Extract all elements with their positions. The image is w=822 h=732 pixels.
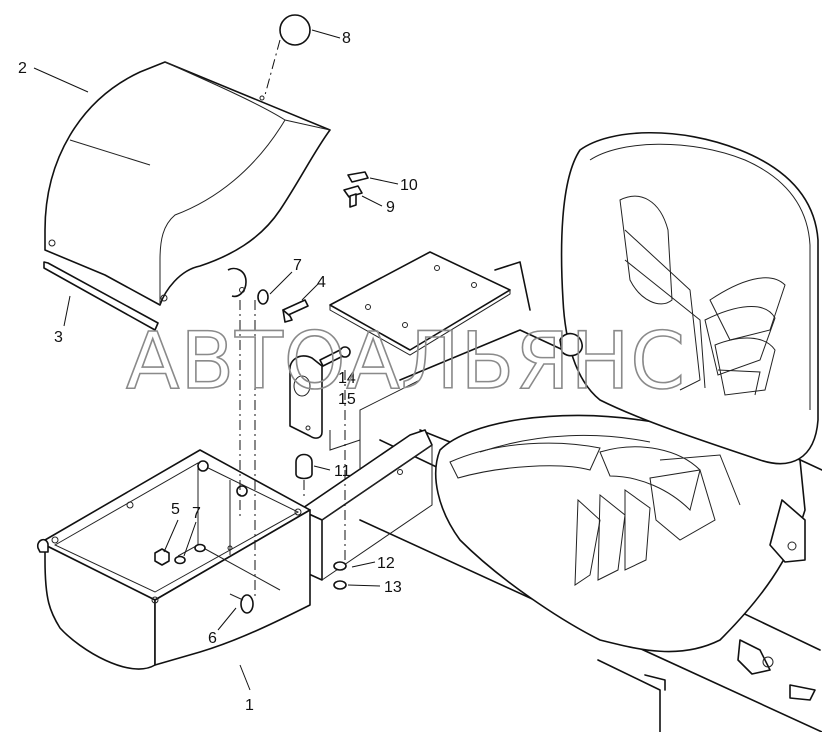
callout-7-cover: 7 xyxy=(293,257,302,274)
callout-12: 12 xyxy=(377,555,395,572)
cap-part-8 xyxy=(264,14,311,96)
seal-strip-part-3 xyxy=(43,261,159,331)
callout-10: 10 xyxy=(400,177,418,194)
fasteners xyxy=(257,171,369,590)
callout-14: 14 xyxy=(338,370,356,387)
callout-4: 4 xyxy=(317,274,326,291)
callout-8: 8 xyxy=(342,30,351,47)
mounting-plate xyxy=(329,251,511,356)
seat-assembly xyxy=(359,131,822,732)
callout-6: 6 xyxy=(208,630,217,647)
callout-13: 13 xyxy=(384,579,402,596)
callout-7-box: 7 xyxy=(192,505,201,522)
strap-plate xyxy=(289,355,323,439)
watermark-text: АВТОАЛЬЯНС xyxy=(126,317,686,407)
callout-1: 1 xyxy=(245,697,254,714)
leader-lines xyxy=(33,29,399,691)
callout-11: 11 xyxy=(334,463,351,480)
callout-3: 3 xyxy=(54,329,63,346)
callout-5: 5 xyxy=(171,501,180,518)
cover-part-2 xyxy=(44,61,331,306)
callout-9: 9 xyxy=(386,199,395,216)
callout-15: 15 xyxy=(338,391,356,408)
box-part-1 xyxy=(36,449,311,670)
callouts: 1 2 3 4 5 6 7 7 8 9 10 11 12 13 14 15 xyxy=(18,30,418,714)
callout-2: 2 xyxy=(18,60,27,77)
